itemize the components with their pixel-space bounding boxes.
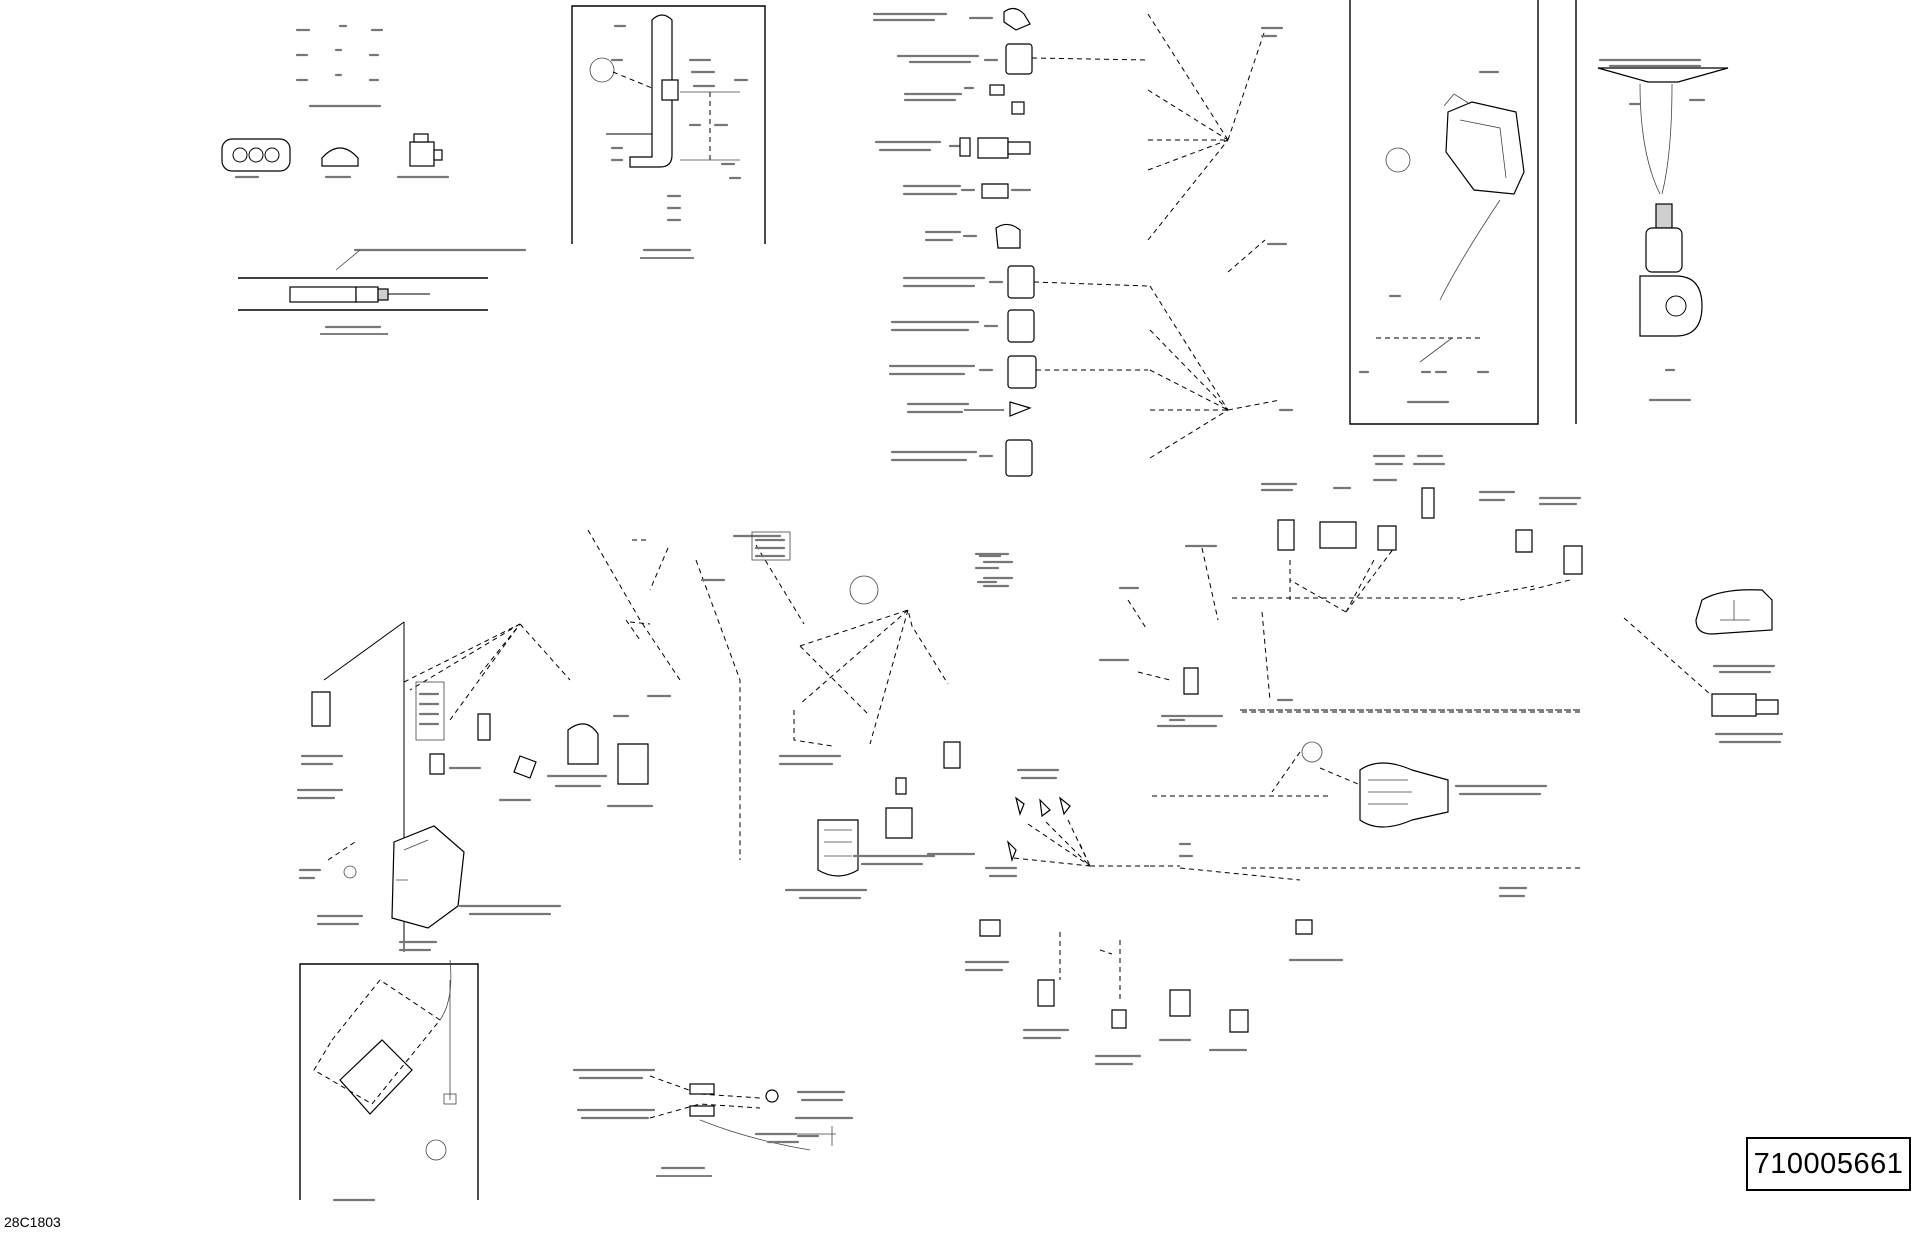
connector-09 (888, 355, 1148, 389)
connector-04 (874, 137, 1031, 159)
connector-10 (906, 401, 1032, 417)
main-harness-center (751, 531, 1344, 1066)
part-number-box: 710005661 (1746, 1137, 1911, 1191)
connector-06 (924, 223, 1021, 249)
main-harness-right (1098, 454, 1784, 898)
detail-c (1349, 0, 1539, 425)
connector-03 (903, 84, 1025, 115)
detail-b (571, 5, 766, 259)
part-number: 710005661 (1753, 1147, 1904, 1180)
detail-d (1575, 0, 1729, 424)
connector-pinout-detail (221, 24, 527, 252)
sensor-connector-icon (396, 133, 450, 179)
connector-01 (872, 7, 1031, 31)
connector-08 (890, 309, 1035, 343)
connector-02 (896, 43, 1149, 75)
main-harness-left (296, 529, 1014, 1202)
harness-trunk-lines (1150, 597, 1582, 867)
connector-05 (902, 183, 1032, 199)
connector-4-pin-icon (221, 138, 291, 179)
detail-a (238, 249, 488, 335)
connector-11 (890, 439, 1033, 477)
connector-list (872, 7, 1294, 477)
connector-07 (902, 265, 1149, 299)
connector-3-pin-icon (321, 147, 359, 179)
detail-f (572, 1068, 854, 1177)
drawing-code: 28C1803 (4, 1214, 61, 1230)
